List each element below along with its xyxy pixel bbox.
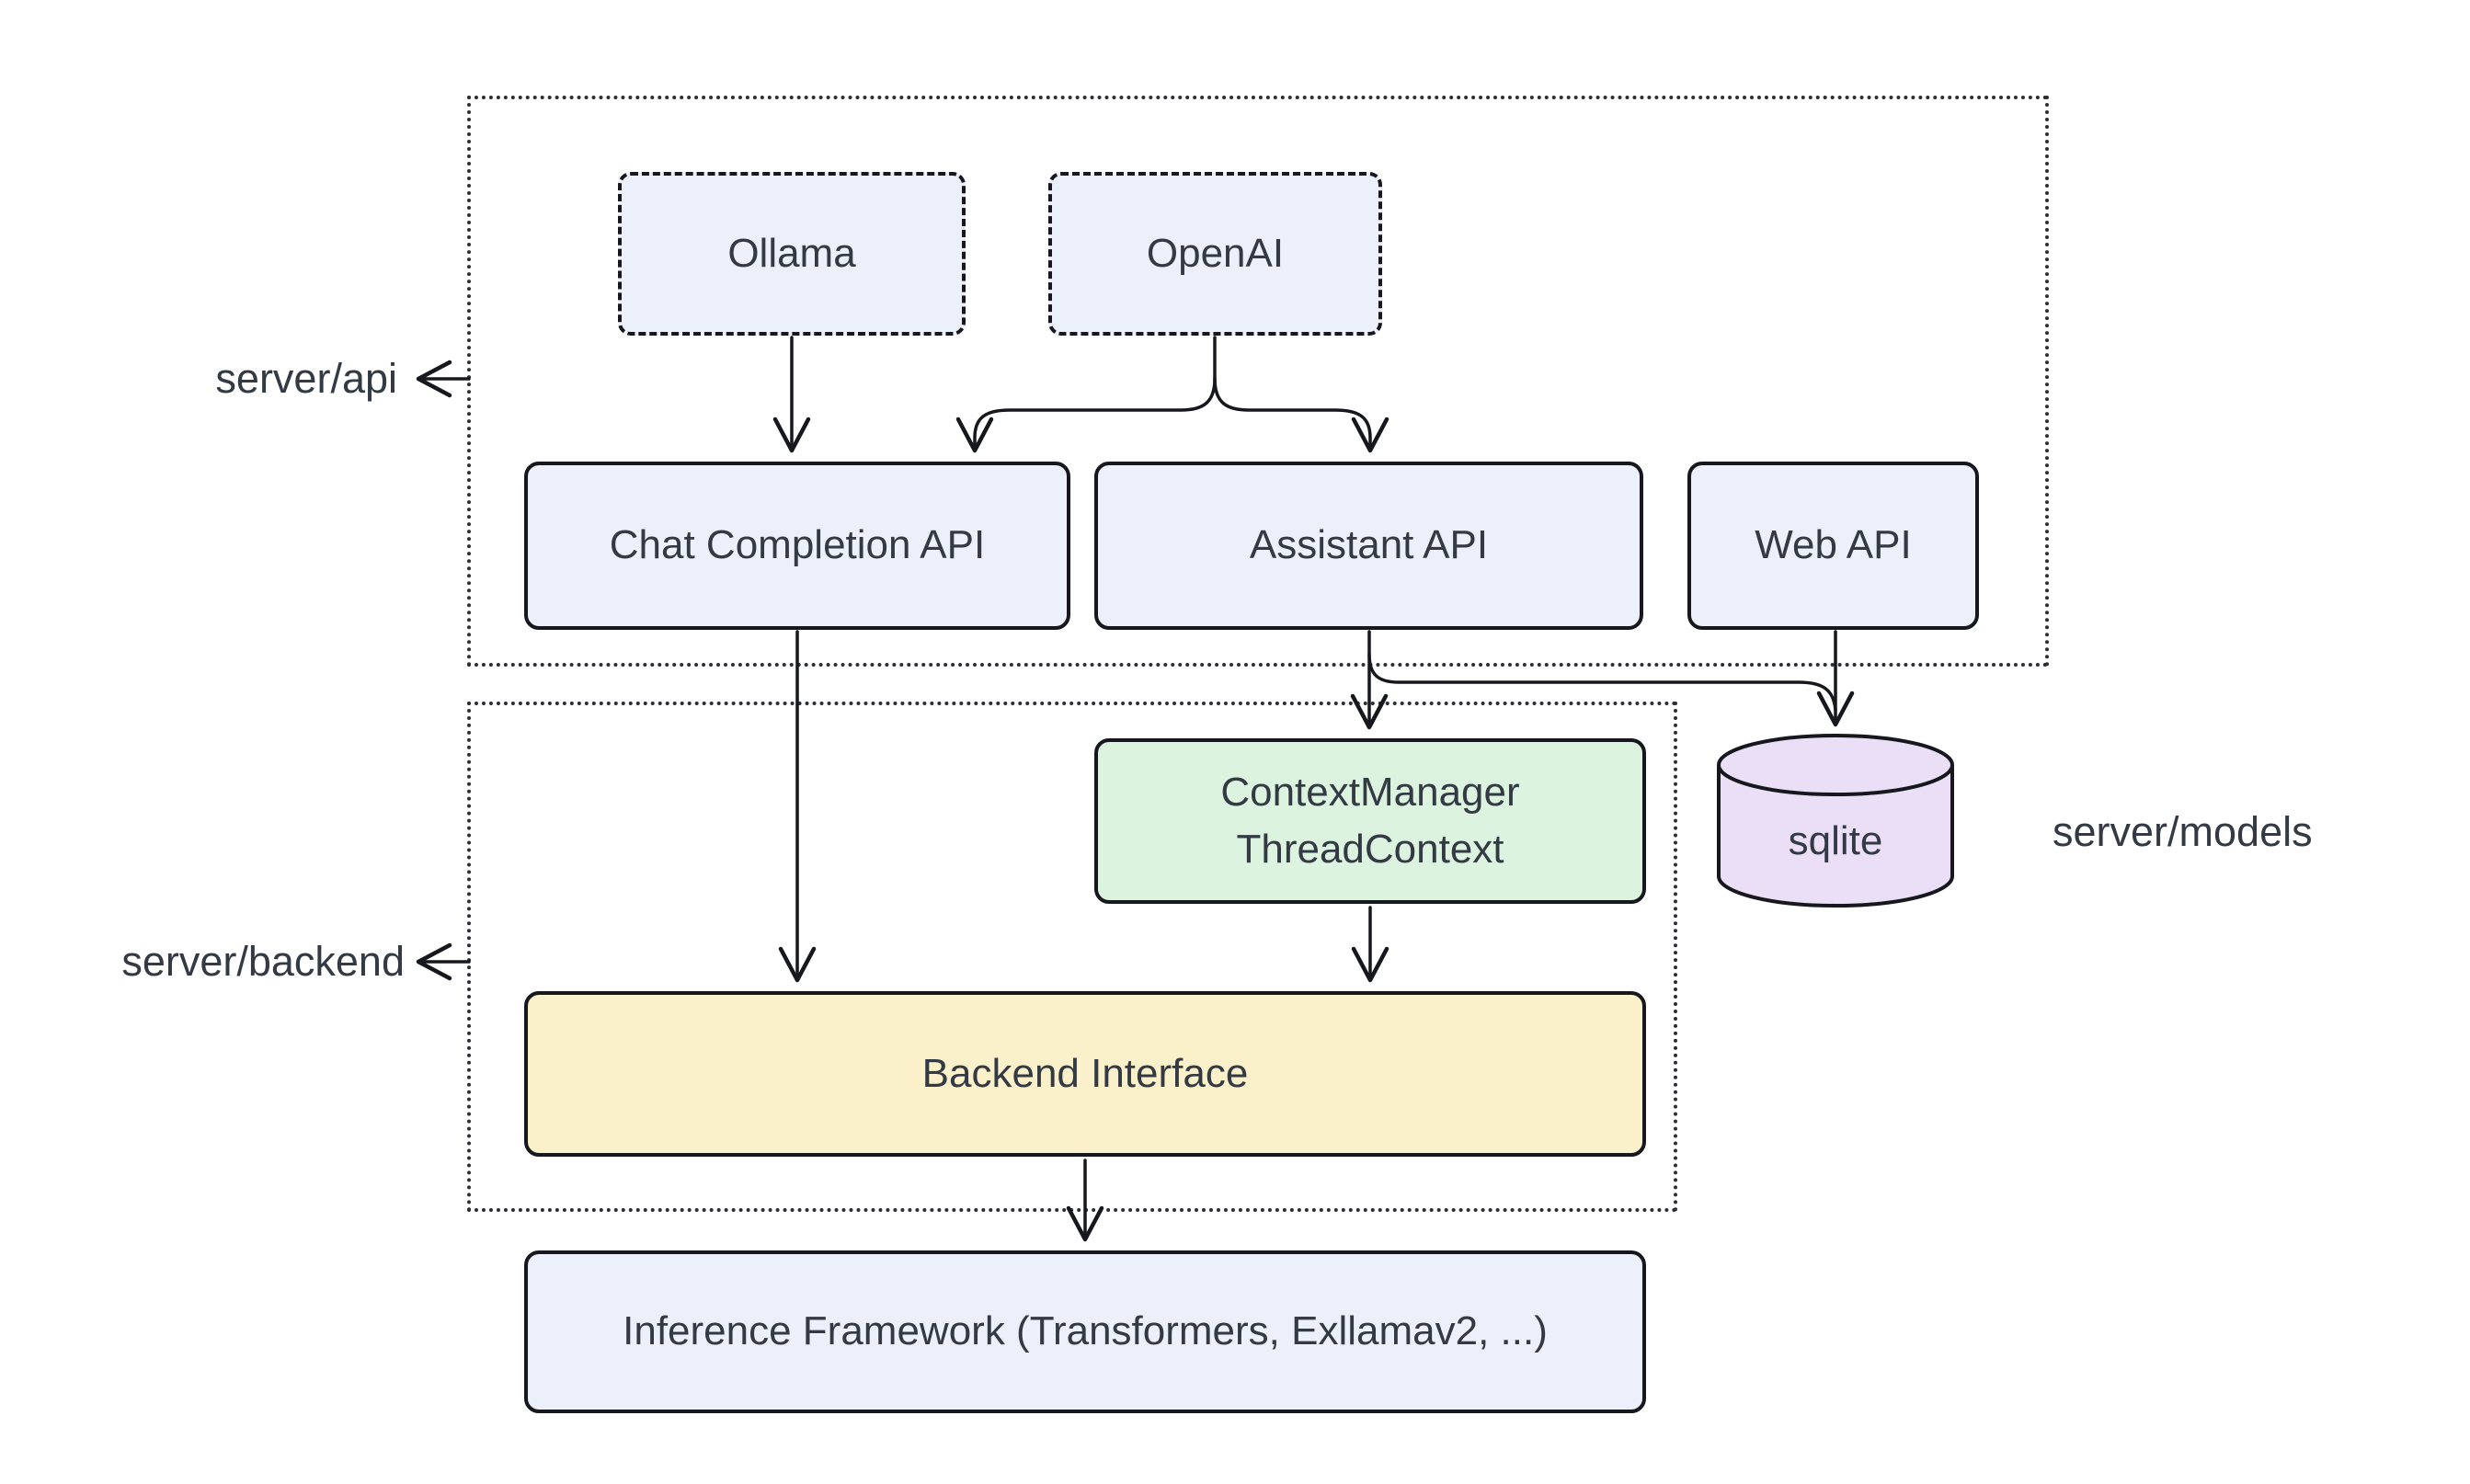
label-server-backend: server/backend bbox=[121, 931, 405, 992]
node-context-manager-line1: ContextManager bbox=[1220, 769, 1520, 815]
label-server-models-text: server/models bbox=[2053, 808, 2313, 855]
node-assistant-api-label: Assistant API bbox=[1249, 522, 1489, 568]
node-backend-interface-label: Backend Interface bbox=[921, 1050, 1249, 1096]
node-backend-interface: Backend Interface bbox=[524, 991, 1646, 1157]
node-ollama-label: Ollama bbox=[727, 230, 856, 276]
sqlite-text: sqlite bbox=[1788, 818, 1883, 863]
node-context-manager: ContextManager ThreadContext bbox=[1094, 738, 1646, 904]
node-openai: OpenAI bbox=[1048, 172, 1382, 336]
server-api-frame bbox=[467, 96, 2049, 667]
node-web-api: Web API bbox=[1687, 462, 1979, 630]
node-web-api-label: Web API bbox=[1755, 522, 1912, 568]
node-chat-completion-api-label: Chat Completion API bbox=[609, 522, 986, 568]
label-server-backend-text: server/backend bbox=[121, 938, 405, 985]
node-context-manager-line2: ThreadContext bbox=[1236, 827, 1504, 872]
node-openai-label: OpenAI bbox=[1146, 230, 1285, 276]
node-chat-completion-api: Chat Completion API bbox=[524, 462, 1070, 630]
node-ollama: Ollama bbox=[618, 172, 966, 336]
label-server-api: server/api bbox=[215, 348, 397, 409]
label-server-api-text: server/api bbox=[215, 355, 397, 402]
node-assistant-api: Assistant API bbox=[1094, 462, 1643, 630]
node-sqlite-label: sqlite bbox=[1725, 791, 1946, 892]
node-inference-framework-label: Inference Framework (Transformers, Exlla… bbox=[623, 1308, 1548, 1354]
label-server-models: server/models bbox=[2053, 802, 2313, 862]
node-inference-framework: Inference Framework (Transformers, Exlla… bbox=[524, 1250, 1646, 1413]
